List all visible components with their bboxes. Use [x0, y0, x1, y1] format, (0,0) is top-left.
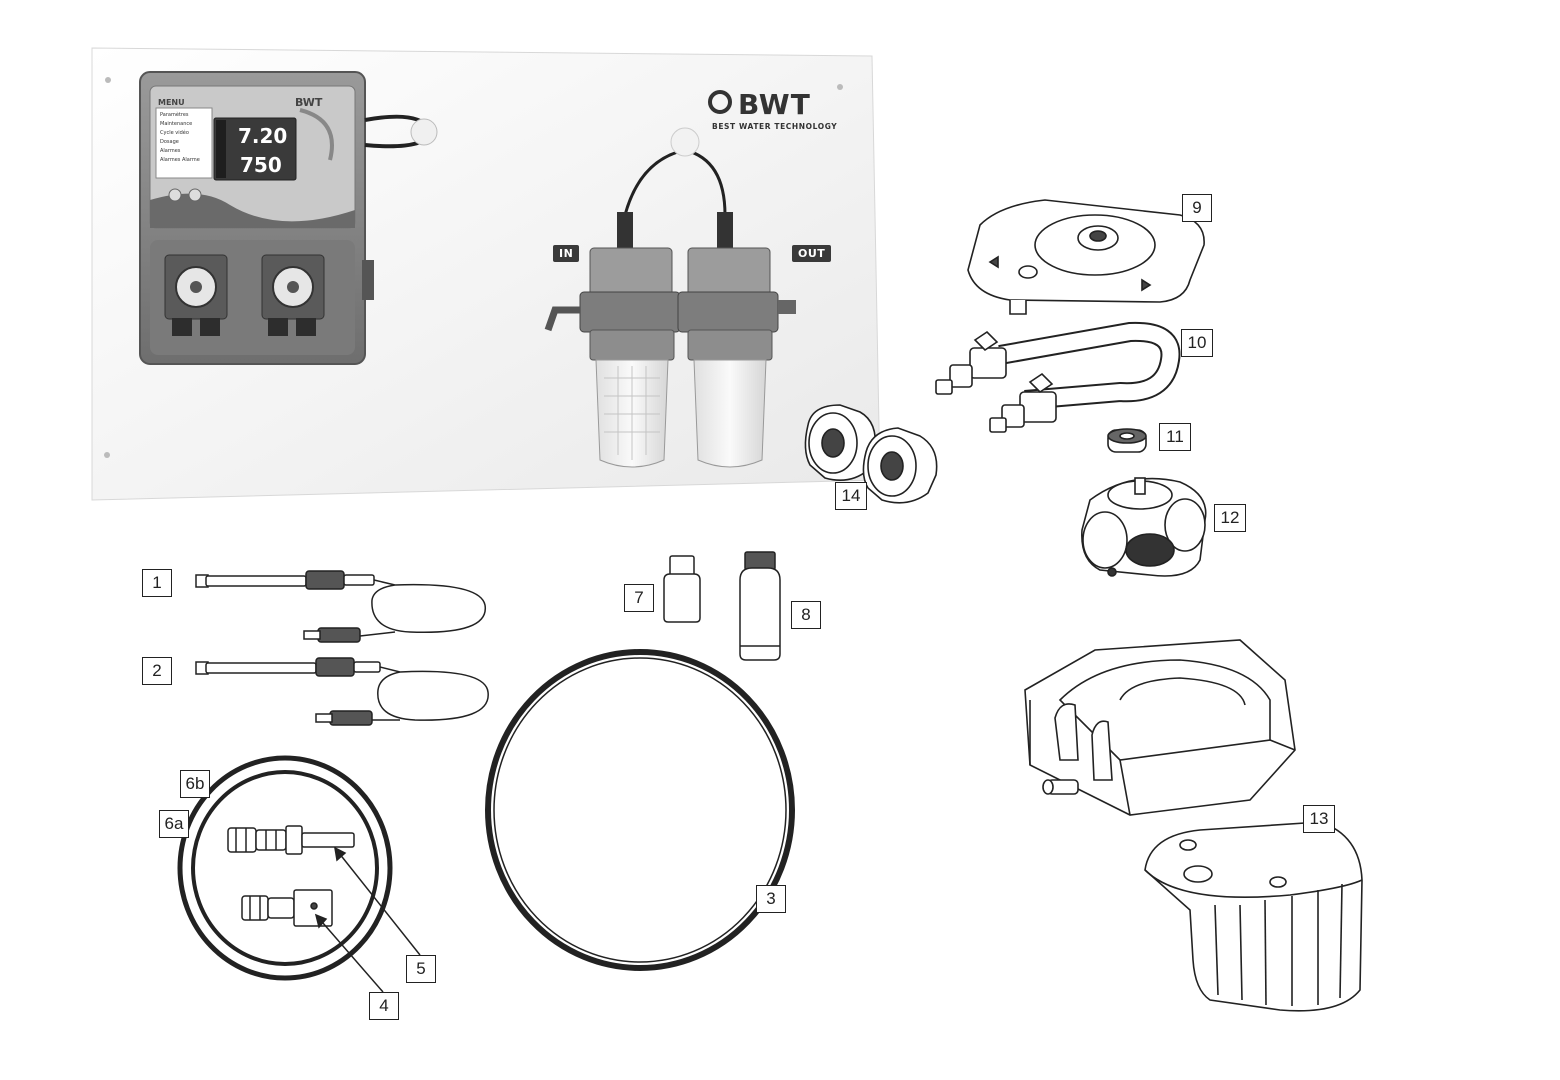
- part-13-cover: [1144, 821, 1363, 1012]
- brand-tagline: BEST WATER TECHNOLOGY: [712, 122, 838, 131]
- callout-4: 4: [369, 992, 399, 1020]
- part-12-rotor: [1081, 477, 1207, 577]
- part-5-fitting: [227, 825, 355, 855]
- menu-item: Dosage: [160, 139, 179, 145]
- callout-12: 12: [1214, 504, 1246, 532]
- part-6-tube-coil: [177, 755, 393, 981]
- callout-3: 3: [756, 885, 786, 913]
- menu-item: Paramètres: [160, 112, 189, 118]
- part-3-tube-coil: [485, 649, 795, 971]
- redox-reading: 750: [240, 153, 282, 177]
- callout-10: 10: [1181, 329, 1213, 357]
- outlet-label: OUT: [792, 245, 832, 262]
- callout-8: 8: [791, 601, 821, 629]
- part-9-cover-plate: [967, 199, 1205, 315]
- leader-lines: [314, 846, 421, 993]
- part-2-probe: [195, 657, 489, 726]
- inlet-label: IN: [553, 245, 580, 262]
- ph-reading: 7.20: [238, 124, 288, 148]
- callout-6a: 6a: [159, 810, 189, 838]
- menu-item: Maintenance: [160, 121, 193, 127]
- brand-logo-icon: [708, 90, 732, 114]
- callout-7: 7: [624, 584, 654, 612]
- part-7-bottle: [663, 555, 701, 623]
- part-11-bearing: [1107, 428, 1147, 453]
- part-8-bottle: [739, 551, 781, 661]
- filter-housings: [544, 127, 796, 468]
- callout-11: 11: [1159, 423, 1191, 451]
- controller-unit: [139, 71, 438, 365]
- part-1-probe: [195, 570, 486, 643]
- controller-brand: BWT: [295, 96, 323, 109]
- callout-9: 9: [1182, 194, 1212, 222]
- controller-menu-title: MENU: [158, 98, 185, 107]
- part-10-pump-tube: [935, 321, 1181, 433]
- part-13-pump-housing: [1024, 639, 1296, 816]
- callout-13: 13: [1303, 805, 1335, 833]
- part-14-nuts: [804, 404, 938, 504]
- brand-logo: BWT: [738, 88, 811, 121]
- callout-6b: 6b: [180, 770, 210, 798]
- callout-2: 2: [142, 657, 172, 685]
- menu-item: Alarmes Alarme: [160, 157, 200, 163]
- callout-5: 5: [406, 955, 436, 983]
- menu-item: Alarmes: [160, 148, 181, 154]
- callout-1: 1: [142, 569, 172, 597]
- callout-14: 14: [835, 482, 867, 510]
- menu-item: Cycle vidéo: [160, 130, 189, 136]
